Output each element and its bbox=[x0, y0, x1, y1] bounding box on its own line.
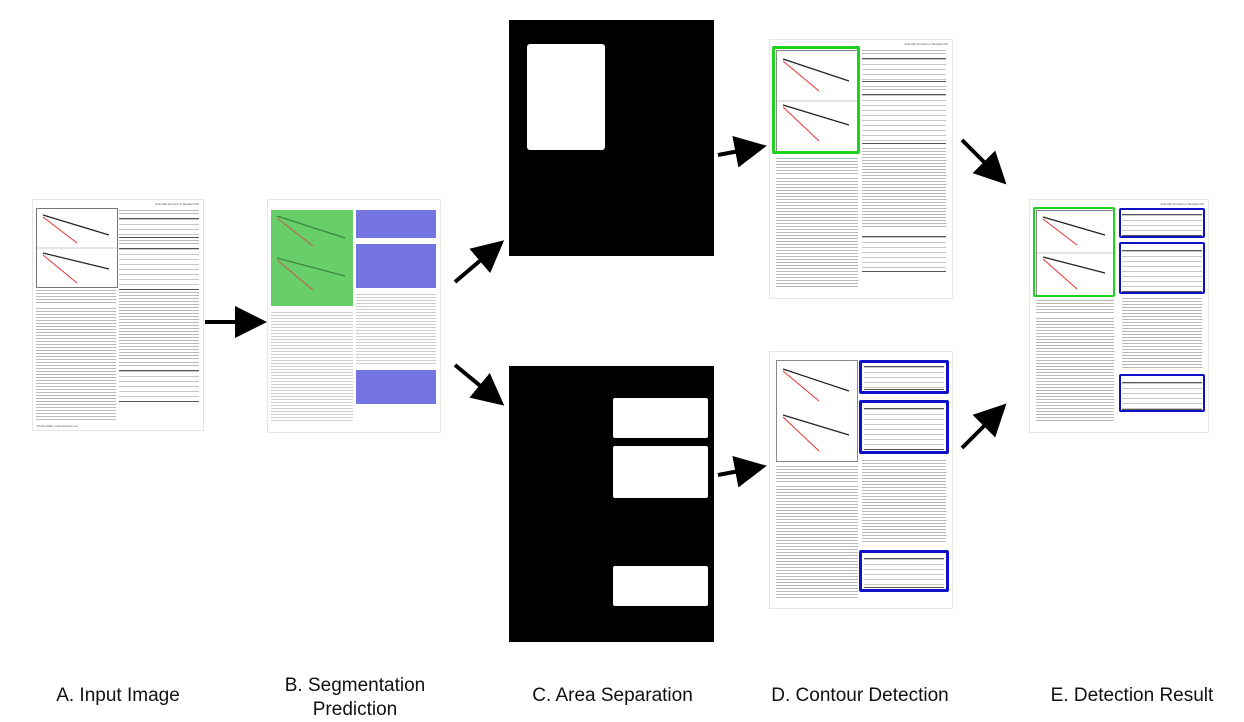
stage-label-a: A. Input Image bbox=[56, 685, 180, 706]
segmentation-page bbox=[268, 200, 440, 432]
contour-figure-page: Scientific Reports of Modeled PA bbox=[770, 40, 952, 298]
table-contour-3 bbox=[859, 550, 949, 592]
journal-header: Scientific Reports of Modeled PA bbox=[155, 202, 199, 206]
contour2-table-1 bbox=[864, 366, 944, 390]
contour2-table-3 bbox=[864, 558, 944, 588]
result-figure bbox=[1036, 210, 1114, 296]
table-mask-region-1 bbox=[613, 398, 708, 438]
detected-table-box-2 bbox=[1119, 242, 1205, 294]
seg-body-right bbox=[356, 294, 436, 366]
arrow-d-to-e-top bbox=[960, 138, 1007, 185]
contour-table-2 bbox=[862, 94, 946, 144]
arrow-c-to-d-top bbox=[717, 135, 767, 168]
contour2-table-2 bbox=[864, 408, 944, 450]
input-table-1 bbox=[119, 218, 199, 238]
stage-label-e: E. Detection Result bbox=[1050, 685, 1214, 706]
input-table-3 bbox=[119, 370, 199, 402]
result-journal-header: Scientific Reports of Modeled PA bbox=[1160, 202, 1204, 206]
contour-t1-caption bbox=[862, 50, 946, 56]
detected-figure-box bbox=[1033, 207, 1115, 297]
contour-table-1 bbox=[862, 58, 946, 82]
result-table-3 bbox=[1122, 382, 1202, 410]
segmented-figure-region bbox=[271, 210, 353, 306]
figure-mask bbox=[509, 20, 714, 256]
input-figure bbox=[36, 208, 118, 288]
body-text-right bbox=[119, 292, 199, 360]
table-mask-region-2 bbox=[613, 446, 708, 498]
figure-contour bbox=[772, 46, 860, 154]
result-caption-lines bbox=[1036, 300, 1114, 314]
input-table-2 bbox=[119, 248, 199, 290]
detection-result-page: Scientific Reports of Modeled PA bbox=[1030, 200, 1208, 432]
contour-table-page bbox=[770, 352, 952, 608]
contour-figure-2 bbox=[776, 360, 858, 462]
segmented-table-1 bbox=[356, 210, 436, 238]
contour-body-left bbox=[776, 178, 858, 288]
table1-caption-lines bbox=[119, 210, 199, 216]
table2-caption-lines bbox=[119, 240, 199, 246]
arrow-d-to-e-bottom bbox=[960, 403, 1007, 450]
result-body-right bbox=[1122, 298, 1202, 370]
table3-caption-lines bbox=[119, 362, 199, 368]
contour-caption-lines bbox=[776, 158, 858, 174]
contour-table-3 bbox=[862, 236, 946, 272]
stage-label-b: B. Segmentation Prediction bbox=[284, 675, 426, 720]
arrow-c-to-d-bottom bbox=[717, 455, 767, 488]
arrow-b-to-c-bottom bbox=[453, 363, 505, 406]
segmented-table-2 bbox=[356, 244, 436, 288]
table-contour-1 bbox=[859, 360, 949, 394]
arrow-b-to-c-top bbox=[453, 240, 505, 284]
contour2-body-left bbox=[776, 486, 858, 598]
detected-table-box-3 bbox=[1119, 374, 1205, 412]
stage-label-c: C. Area Separation bbox=[532, 685, 693, 706]
detected-table-box-1 bbox=[1119, 208, 1205, 238]
contour-journal-header: Scientific Reports of Modeled PA bbox=[904, 42, 948, 46]
stage-label-d: D. Contour Detection bbox=[771, 685, 949, 706]
result-table-2 bbox=[1122, 250, 1202, 292]
contour-t2-caption bbox=[862, 86, 946, 92]
result-table-1 bbox=[1122, 214, 1202, 236]
figure-caption-lines bbox=[36, 290, 116, 304]
result-body-left bbox=[1036, 318, 1114, 422]
body-text-left bbox=[36, 308, 116, 420]
contour-body-right bbox=[862, 148, 946, 228]
input-page: Scientific Reports of Modeled PA PLOS ON… bbox=[33, 200, 203, 430]
seg-body-left bbox=[271, 312, 353, 422]
figure-mask-region bbox=[527, 44, 605, 150]
contour2-body-right bbox=[862, 460, 946, 542]
table-mask-region-3 bbox=[613, 566, 708, 606]
table-contour-2 bbox=[859, 400, 949, 454]
footer-left: PLOS ONE | www.plosone.org bbox=[37, 424, 78, 428]
segmented-table-3 bbox=[356, 370, 436, 404]
table-mask bbox=[509, 366, 714, 642]
contour2-caption-lines bbox=[776, 466, 858, 482]
